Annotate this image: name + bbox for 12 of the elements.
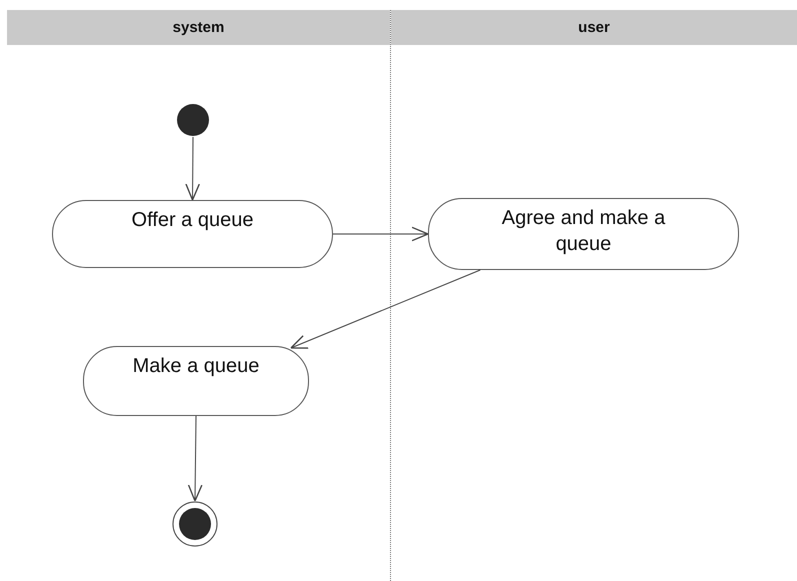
control-flow-arrow bbox=[188, 416, 203, 502]
control-flow-arrow bbox=[332, 226, 429, 242]
initial-node bbox=[176, 103, 210, 137]
action-label: Offer a queue bbox=[132, 208, 254, 233]
action-label: Make a queue bbox=[132, 354, 260, 379]
control-flow-arrow bbox=[185, 136, 200, 201]
lane-title: user bbox=[578, 19, 610, 36]
swimlane bbox=[390, 10, 797, 581]
action-label: Agree and make a queue bbox=[500, 206, 666, 257]
lane-title: system bbox=[172, 19, 224, 36]
control-flow-arrow bbox=[290, 270, 481, 349]
final-node bbox=[172, 501, 218, 547]
